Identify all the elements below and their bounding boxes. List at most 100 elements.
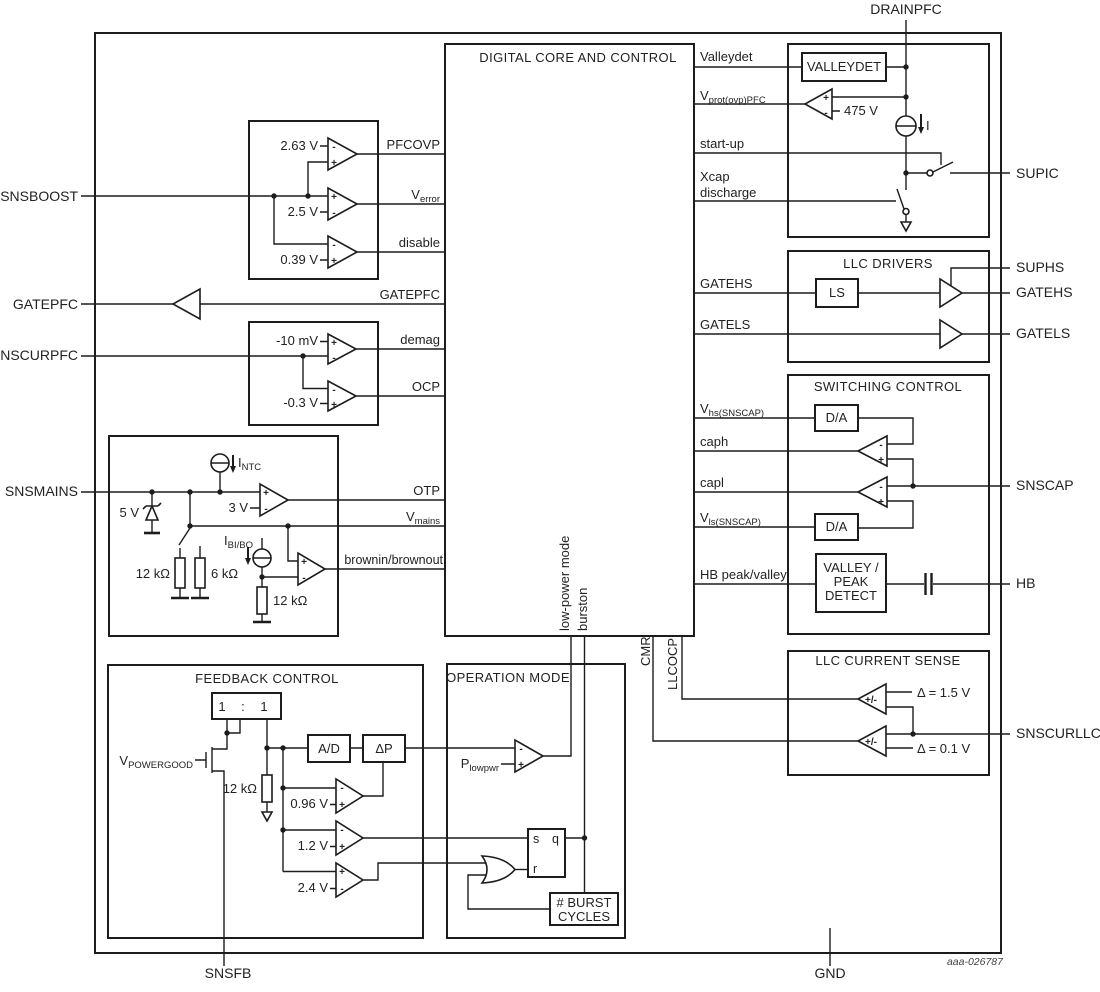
sig-vhs: Vhs(SNSCAP) <box>700 401 764 419</box>
arrow-bibo-head <box>245 558 251 565</box>
pfc-ovp-box <box>248 120 379 280</box>
wire-llc1-inputs <box>886 691 914 734</box>
sr-latch-block <box>527 828 566 878</box>
junction-dots <box>149 64 916 841</box>
sign: - <box>332 240 335 251</box>
dp-block <box>362 734 406 763</box>
sig-vls: Vls(SNSCAP) <box>700 510 761 528</box>
sign: - <box>302 573 305 584</box>
sig-disable: disable <box>399 235 440 250</box>
sign: - <box>824 108 827 119</box>
wire-burst-loop <box>467 874 550 910</box>
sig-vmains: Vmains <box>406 509 440 527</box>
sign: + <box>339 800 345 811</box>
ground-fb-arrow-icon <box>260 811 274 823</box>
sign: + <box>823 93 829 104</box>
latch-s: s <box>533 832 539 846</box>
wire-vprot <box>694 96 906 112</box>
ref-delta01: Δ = 0.1 V <box>917 741 970 756</box>
sig-hbpv: HB peak/valley <box>700 567 787 582</box>
capacitor-icon <box>924 573 933 595</box>
or-gate-icon <box>480 855 517 884</box>
ref-3v: 3 V <box>228 500 248 515</box>
ref-475: 475 V <box>844 103 878 118</box>
sig-startup: start-up <box>700 136 744 151</box>
wire-dp-out <box>405 747 515 765</box>
res-6k-label: 6 kΩ <box>211 566 238 581</box>
sig-lowpower: low-power mode <box>557 536 572 631</box>
wire-mosfet <box>195 733 228 761</box>
wire-otp <box>250 499 445 509</box>
xcap-discharge-arrow-icon <box>899 221 913 233</box>
sign: + <box>339 842 345 853</box>
llc-current-sense-box <box>787 650 990 776</box>
sign: + <box>331 158 337 169</box>
sign: - <box>332 142 335 153</box>
ref-plow: Plowpwr <box>461 756 499 774</box>
wire-ref-bus <box>282 748 336 873</box>
ad-block <box>307 734 351 763</box>
sig-xcap-1: Xcap <box>700 169 730 184</box>
da-top-block <box>814 404 859 432</box>
sign: + <box>331 338 337 349</box>
wire-cur-outputs <box>356 348 445 397</box>
comparator-plowpwr <box>514 738 545 774</box>
sign: + <box>339 867 345 878</box>
wire-caph-plus <box>887 458 914 486</box>
mirror-block <box>211 692 282 720</box>
operation-mode-title: OPERATION MODE <box>446 670 570 685</box>
vpd-label-1: VALLEY / <box>823 560 879 575</box>
valleydet-block-label: VALLEYDET <box>807 59 881 74</box>
ref-25: 2.5 V <box>288 204 319 219</box>
sig-gatepfc: GATEPFC <box>380 287 440 302</box>
burst-cycles-block <box>549 892 619 926</box>
wire-snsboost <box>81 161 328 245</box>
vpd-label-3: DETECT <box>825 588 877 603</box>
wire-capl-plus <box>858 500 914 529</box>
wire-suphs <box>950 267 1010 286</box>
resistor-12k-fb <box>261 774 273 803</box>
comparator-capl <box>856 475 888 509</box>
sign: + <box>878 455 884 466</box>
arrow-bibo-line <box>247 547 249 559</box>
buffer-gatepfc <box>171 287 201 321</box>
ref-096: 0.96 V <box>290 796 328 811</box>
ref-10mv: -10 mV <box>276 333 318 348</box>
wire-ref-stubs-ovp <box>320 145 328 261</box>
sig-demag: demag <box>400 332 440 347</box>
wire-096-out <box>363 762 384 797</box>
sig-gatehs: GATEHS <box>700 276 753 291</box>
pin-gnd: GND <box>814 965 845 981</box>
comparator-verror <box>327 186 359 222</box>
sig-vprot: Vprot(ovp)PFC <box>700 88 766 106</box>
sign: + <box>331 256 337 267</box>
ref-24: 2.4 V <box>298 880 329 895</box>
comparator-otp <box>259 482 290 518</box>
sign: - <box>340 825 343 836</box>
sign: + <box>331 192 337 203</box>
feedback-control-title: FEEDBACK CONTROL <box>195 671 339 686</box>
llc-drivers-title: LLC DRIVERS <box>843 256 933 271</box>
ref-039: 0.39 V <box>280 252 318 267</box>
comparator-pfcovp <box>327 136 359 172</box>
sig-xcap-2: discharge <box>700 185 756 200</box>
sign: + <box>518 760 524 771</box>
comparator-brown <box>297 551 327 587</box>
symbols <box>142 52 964 926</box>
feedback-control-box <box>107 664 424 939</box>
pin-snscurpfc: SNSCURPFC <box>0 347 78 363</box>
sign: - <box>879 482 882 493</box>
pin-suphs: SUPHS <box>1016 259 1064 275</box>
pin-snscurllc: SNSCURLLC <box>1016 725 1100 741</box>
ref-5v: 5 V <box>119 505 139 520</box>
sign: + <box>331 400 337 411</box>
sign: - <box>340 783 343 794</box>
wire-mirror-pins <box>226 719 268 748</box>
wire-ovp-outputs <box>357 153 445 253</box>
wire-cmr <box>652 636 858 742</box>
latch-r: r <box>533 862 537 876</box>
arrow-hv-head <box>918 127 924 134</box>
comparator-llc2 <box>856 724 887 758</box>
wire-snsfb <box>212 770 225 966</box>
